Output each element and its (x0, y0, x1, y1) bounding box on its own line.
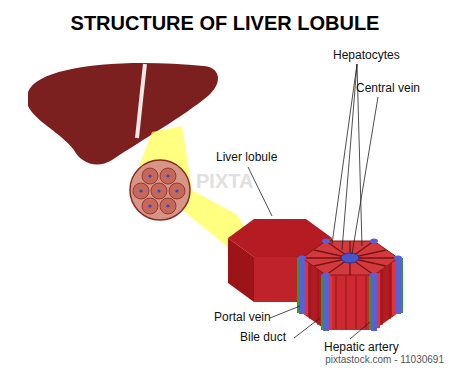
liver-organ (28, 63, 218, 164)
part-label: Liver lobule (216, 151, 277, 165)
part-label: Portal vein (214, 311, 271, 325)
watermark-credit: pixtastock.com - 11030691 (325, 354, 444, 366)
central-vein (341, 253, 359, 263)
vessel-dots (139, 174, 178, 207)
detailed-lobule (297, 239, 403, 332)
lobule-cells (133, 168, 185, 214)
leader-lines (248, 64, 378, 339)
part-label: Hepatic artery (324, 341, 399, 355)
part-label: Bile duct (240, 331, 286, 345)
part-label: Hepatocytes (333, 49, 400, 63)
watermark: PIXTA (196, 170, 253, 193)
part-label: Central vein (356, 82, 420, 96)
lobule-zoom-circle (130, 160, 190, 220)
liver-ligament (137, 64, 145, 138)
diagram-title: STRUCTURE OF LIVER LOBULE (0, 12, 450, 35)
